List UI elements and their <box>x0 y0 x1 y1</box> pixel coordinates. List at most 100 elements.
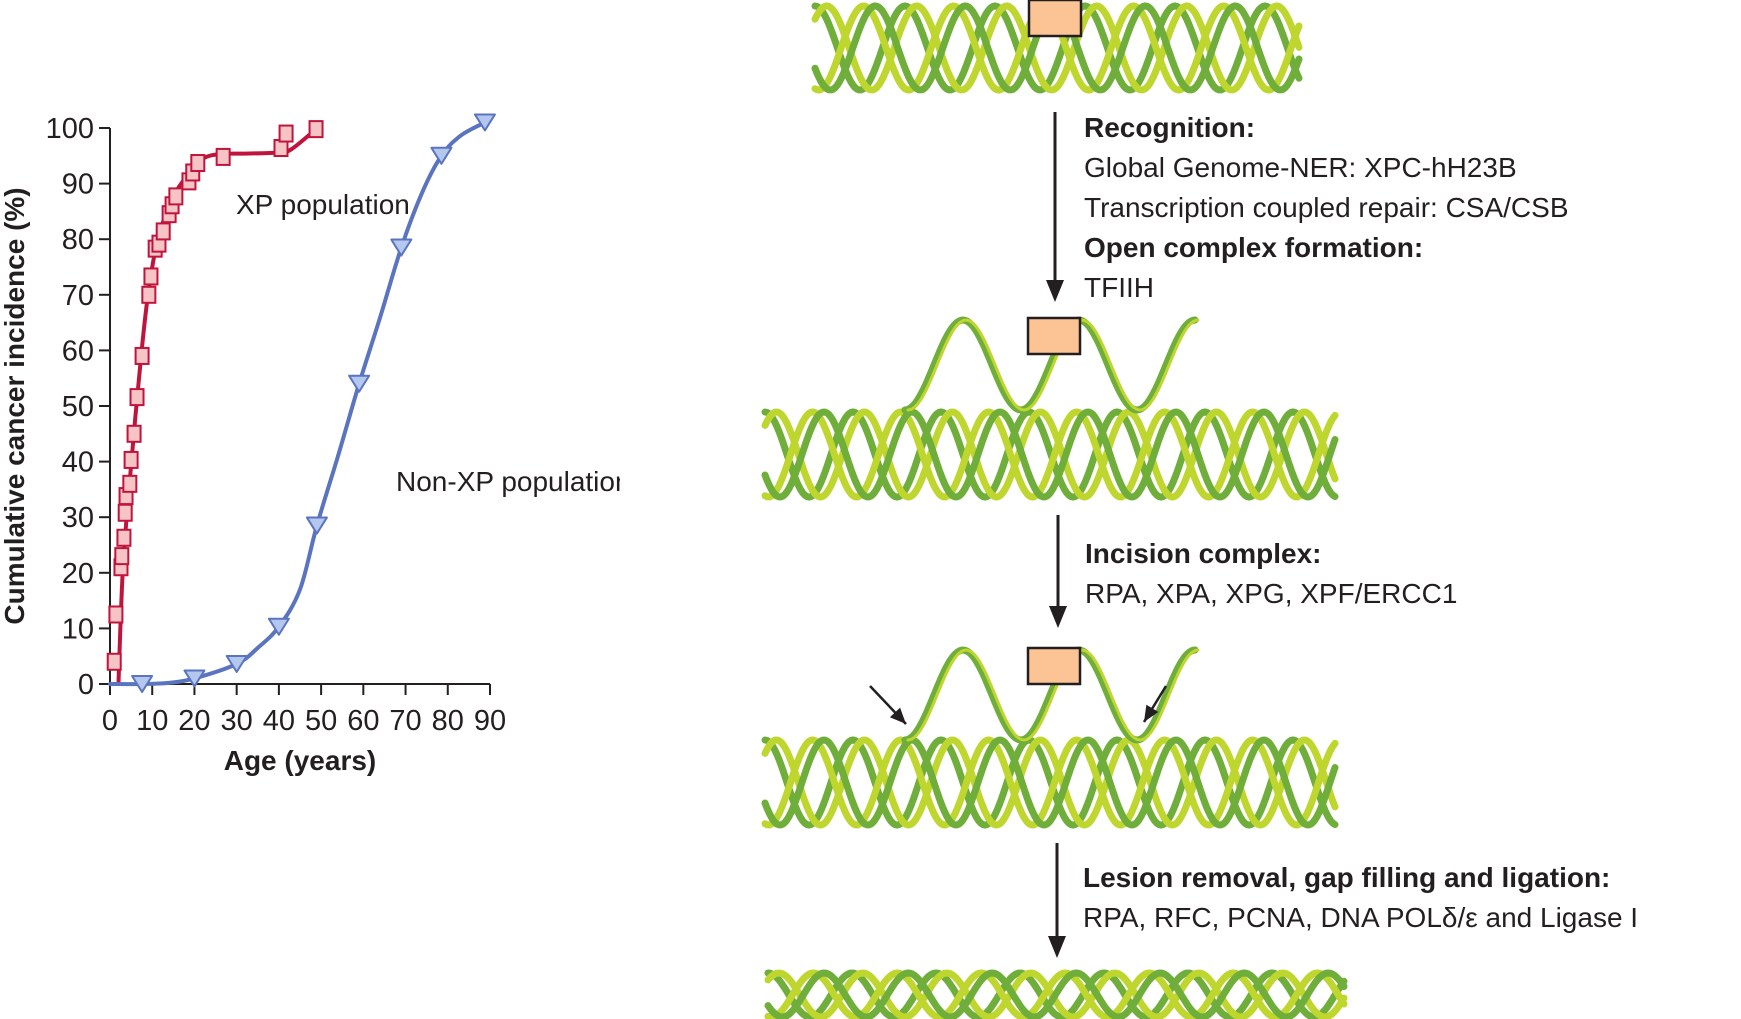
y-tick-label: 100 <box>46 113 94 145</box>
step-detail: RPA, RFC, PCNA, DNA POLδ/ε and Ligase I <box>1083 902 1639 933</box>
y-tick-label: 10 <box>62 613 94 645</box>
dna-open-strand <box>901 646 1199 744</box>
xp-data-point <box>108 605 124 624</box>
dna-strand <box>811 2 1303 94</box>
dna-open-strand <box>901 316 1199 414</box>
x-tick-label: 20 <box>178 705 210 737</box>
xp-data-point <box>308 120 324 139</box>
dna-strand <box>811 2 1303 94</box>
step-ligation-text: Lesion removal, gap filling and ligation… <box>1083 858 1638 938</box>
y-tick-label: 80 <box>62 224 94 256</box>
x-tick-label: 0 <box>102 705 118 737</box>
dna-open-strand-highlight <box>906 648 1200 742</box>
non-xp-data-point <box>225 654 248 673</box>
step-arrow-recognition-head <box>1046 280 1064 302</box>
dna-lesion <box>1027 0 1083 38</box>
dna-strand <box>761 408 1339 501</box>
y-tick-label: 40 <box>62 447 94 479</box>
xp-data-point <box>117 503 133 522</box>
dna-strand <box>764 969 1348 1019</box>
xp-data-point <box>123 450 139 469</box>
dna-strand <box>761 736 1339 829</box>
incision-arrow <box>1142 685 1168 723</box>
xp-data-point <box>155 222 171 241</box>
dna-strand <box>764 969 1348 1019</box>
x-tick-label: 50 <box>305 705 337 737</box>
y-tick-label: 90 <box>62 169 94 201</box>
non-xp-data-point <box>131 675 154 693</box>
x-tick-label: 60 <box>347 705 379 737</box>
chart-markers <box>106 113 496 693</box>
y-tick-label: 20 <box>62 558 94 590</box>
step-incision-text: Incision complex: RPA, XPA, XPG, XPF/ERC… <box>1085 534 1457 614</box>
xp-data-point <box>129 388 145 407</box>
dna-strand <box>764 969 1348 1019</box>
step-heading: Incision complex: <box>1085 538 1322 569</box>
step-arrow-incision-head <box>1049 606 1067 628</box>
step-heading: Recognition: <box>1084 112 1256 143</box>
dna-strand <box>761 408 1339 501</box>
step-detail: TFIIH <box>1084 272 1154 303</box>
non-xp-data-point <box>473 113 496 132</box>
step-detail: RPA, XPA, XPG, XPF/ERCC1 <box>1085 578 1458 609</box>
dna-incision <box>761 646 1339 829</box>
chart-axes: 0 10 20 30 40 50 60 70 80 90 100 0 10 20 30 40 50 60 70 80 9… <box>46 113 507 737</box>
y-tick-label: 30 <box>62 502 94 534</box>
dna-damaged-helix <box>811 0 1303 94</box>
step-arrow-ligation-head <box>1048 936 1066 958</box>
step-recognition-text: Recognition: Global Genome-NER: XPC-hH23… <box>1084 108 1569 308</box>
dna-repaired-helix <box>764 969 1348 1019</box>
y-axis-title: Cumulative cancer incidence (%) <box>0 187 30 624</box>
non-xp-data-point <box>267 617 290 636</box>
xp-data-point <box>168 187 184 206</box>
dna-lesion <box>1026 646 1082 686</box>
non-xp-data-point <box>348 374 371 393</box>
y-tick-label: 50 <box>62 391 94 423</box>
non-xp-data-point <box>183 669 206 688</box>
incision-arrow-head <box>889 707 906 724</box>
dna-strand <box>811 2 1303 94</box>
step-heading: Lesion removal, gap filling and ligation… <box>1083 862 1611 893</box>
y-tick-label: 0 <box>78 669 94 701</box>
xp-data-point <box>126 424 142 443</box>
non-xp-series-label: Non-XP population <box>396 466 620 497</box>
xp-data-point <box>114 547 130 566</box>
step-heading: Open complex formation: <box>1084 232 1424 263</box>
dna-lesion <box>1026 316 1082 356</box>
dna-strand <box>811 2 1303 94</box>
incision-arrow-head <box>1144 704 1159 722</box>
xp-data-point <box>278 124 294 143</box>
cancer-incidence-chart: 0 10 20 30 40 50 60 70 80 90 100 0 10 20 30 40 50 60 70 80 9… <box>0 113 620 776</box>
x-tick-label: 80 <box>432 705 464 737</box>
y-tick-label: 70 <box>62 280 94 312</box>
y-tick-label: 60 <box>62 335 94 367</box>
dna-strand <box>761 408 1339 501</box>
x-tick-label: 70 <box>389 705 421 737</box>
step-arrows <box>1046 112 1067 958</box>
xp-data-point <box>141 285 157 304</box>
x-tick-label: 30 <box>221 705 253 737</box>
step-detail: Transcription coupled repair: CSA/CSB <box>1084 192 1569 223</box>
dna-open-strand-highlight <box>906 318 1200 412</box>
non-xp-data-point <box>430 146 453 165</box>
dna-open-complex <box>761 316 1339 501</box>
xp-data-point <box>215 147 231 166</box>
dna-strand <box>761 736 1339 829</box>
x-tick-label: 10 <box>136 705 168 737</box>
xp-series-label: XP population <box>236 189 410 220</box>
x-tick-label: 90 <box>474 705 506 737</box>
non-xp-data-point <box>305 516 328 535</box>
xp-data-point <box>143 267 159 286</box>
xp-data-point <box>116 528 132 547</box>
xp-data-point <box>134 346 150 365</box>
x-axis-title: Age (years) <box>224 745 377 776</box>
dna-strand <box>761 408 1339 501</box>
dna-strand <box>761 736 1339 829</box>
x-tick-label: 40 <box>263 705 295 737</box>
non-xp-data-point <box>390 238 413 257</box>
xp-data-point <box>106 652 122 671</box>
xp-data-point <box>190 154 206 173</box>
dna-strand <box>761 736 1339 829</box>
step-detail: Global Genome-NER: XPC-hH23B <box>1084 152 1517 183</box>
incision-arrow <box>869 685 907 725</box>
